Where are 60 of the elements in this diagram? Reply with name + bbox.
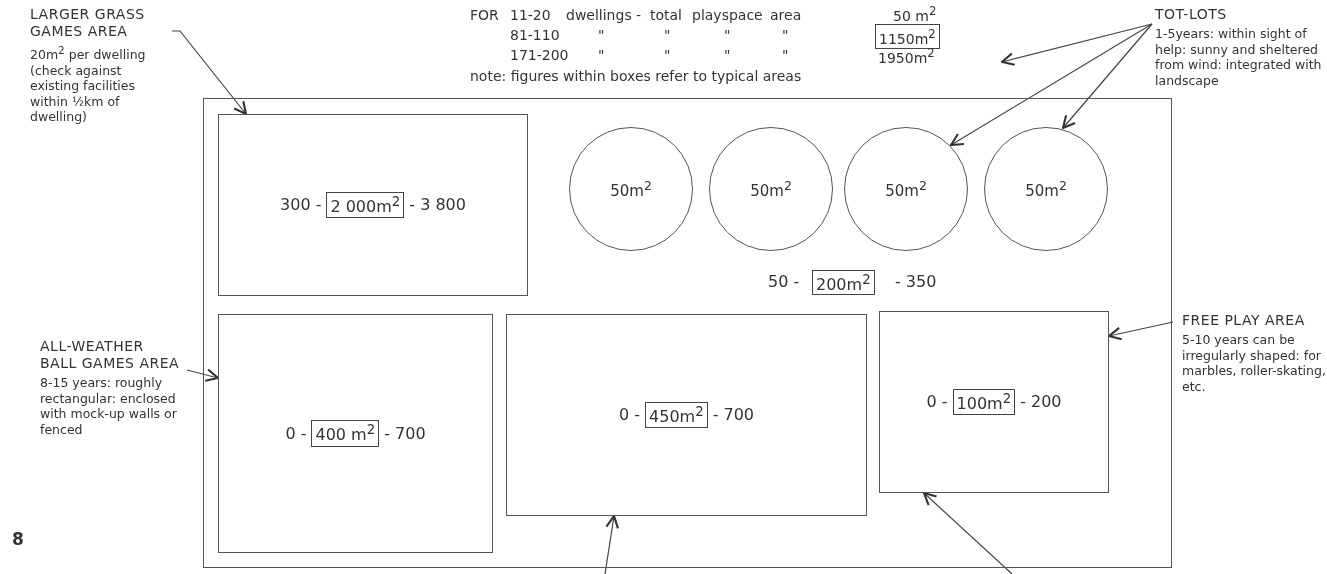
area-range-value: - 350 [895,273,937,291]
area-range-value: 0 - [285,424,307,443]
typical-area-figure: 1150m$^{2}$ [875,24,940,49]
leader-arrow [171,30,248,116]
table-text: FOR [470,6,499,24]
page-number: 8 [12,530,24,548]
table-text: playspace [692,6,763,24]
table-text: total [650,6,682,24]
area-heading: ALL-WEATHER BALL GAMES AREA [40,338,181,372]
leader-arrow [1061,23,1153,130]
ditto-mark: " [782,26,789,44]
area-figure: 50m$^{2}$ [885,178,927,200]
typical-area-figure: 2 000m$^{2}$ [326,191,405,219]
area-heading: TOT-LOTS [1155,6,1228,23]
typical-area-figure: 450m$^{2}$ [645,401,708,429]
note-text: note: figures within boxes refer to typical areas [470,67,802,85]
leader-arrow [604,514,620,574]
area-range-value: - 700 [384,424,426,443]
dwelling-range: 81-110 [510,26,560,44]
ditto-mark: " [664,46,671,64]
play-area-outline [879,311,1109,493]
play-area-outline [218,114,528,296]
area-figure: 50m$^{2}$ [1025,178,1067,200]
ditto-mark: " [782,46,789,64]
dwelling-range: 11-20 [510,6,551,24]
ditto-mark: " [724,46,731,64]
typical-area-figure: 100m$^{2}$ [952,388,1016,416]
area-description: 8-15 years: roughly rectangular: enclosed with mock-up walls or fenced [40,375,178,437]
dwelling-range: 171-200 [510,46,569,64]
area-range-value: 0 - [618,405,640,425]
area-range-value: - 700 [712,405,755,425]
area-range-value: - 3 800 [409,195,466,215]
area-heading: FREE PLAY AREA [1182,312,1306,329]
typical-area-figure: 400 m$^{2}$ [311,420,380,447]
leader-arrow [922,491,1013,574]
site-boundary [203,98,1172,568]
leader-arrow [186,368,220,382]
area-range-value: 50 - [768,273,800,291]
ditto-mark: " [598,26,605,44]
play-area-outline [218,314,493,553]
area-figure: 50 m$^{2}$ [893,3,937,25]
area-figure: 50m$^{2}$ [750,178,792,200]
leader-arrow [1000,23,1153,66]
table-text: area [770,6,802,24]
leader-arrow [1107,321,1174,341]
area-figure: 50m$^{2}$ [610,178,652,200]
area-description: 5-10 years can be irregularly shaped: for marbles, roller-skating, etc. [1182,332,1327,394]
table-text: dwellings - [566,6,642,24]
area-range-value: 300 - [280,195,322,215]
play-area-outline [506,314,867,516]
area-range-value: 0 - [926,392,948,412]
ditto-mark: " [664,26,671,44]
area-heading: LARGER GRASS GAMES AREA [30,6,146,40]
typical-area-figure: 200m$^{2}$ [812,270,875,296]
area-description: 20m$^{2}$ per dwelling (check against existing facilities within ½km of dwelling) [30,43,147,125]
ditto-mark: " [724,26,731,44]
leader-arrow [949,23,1153,147]
area-description: 1-5years: within sight of help: sunny and sheltered from wind: integrated with landscape [1155,26,1323,88]
ditto-mark: " [598,46,605,64]
area-range-value: - 200 [1020,392,1062,412]
